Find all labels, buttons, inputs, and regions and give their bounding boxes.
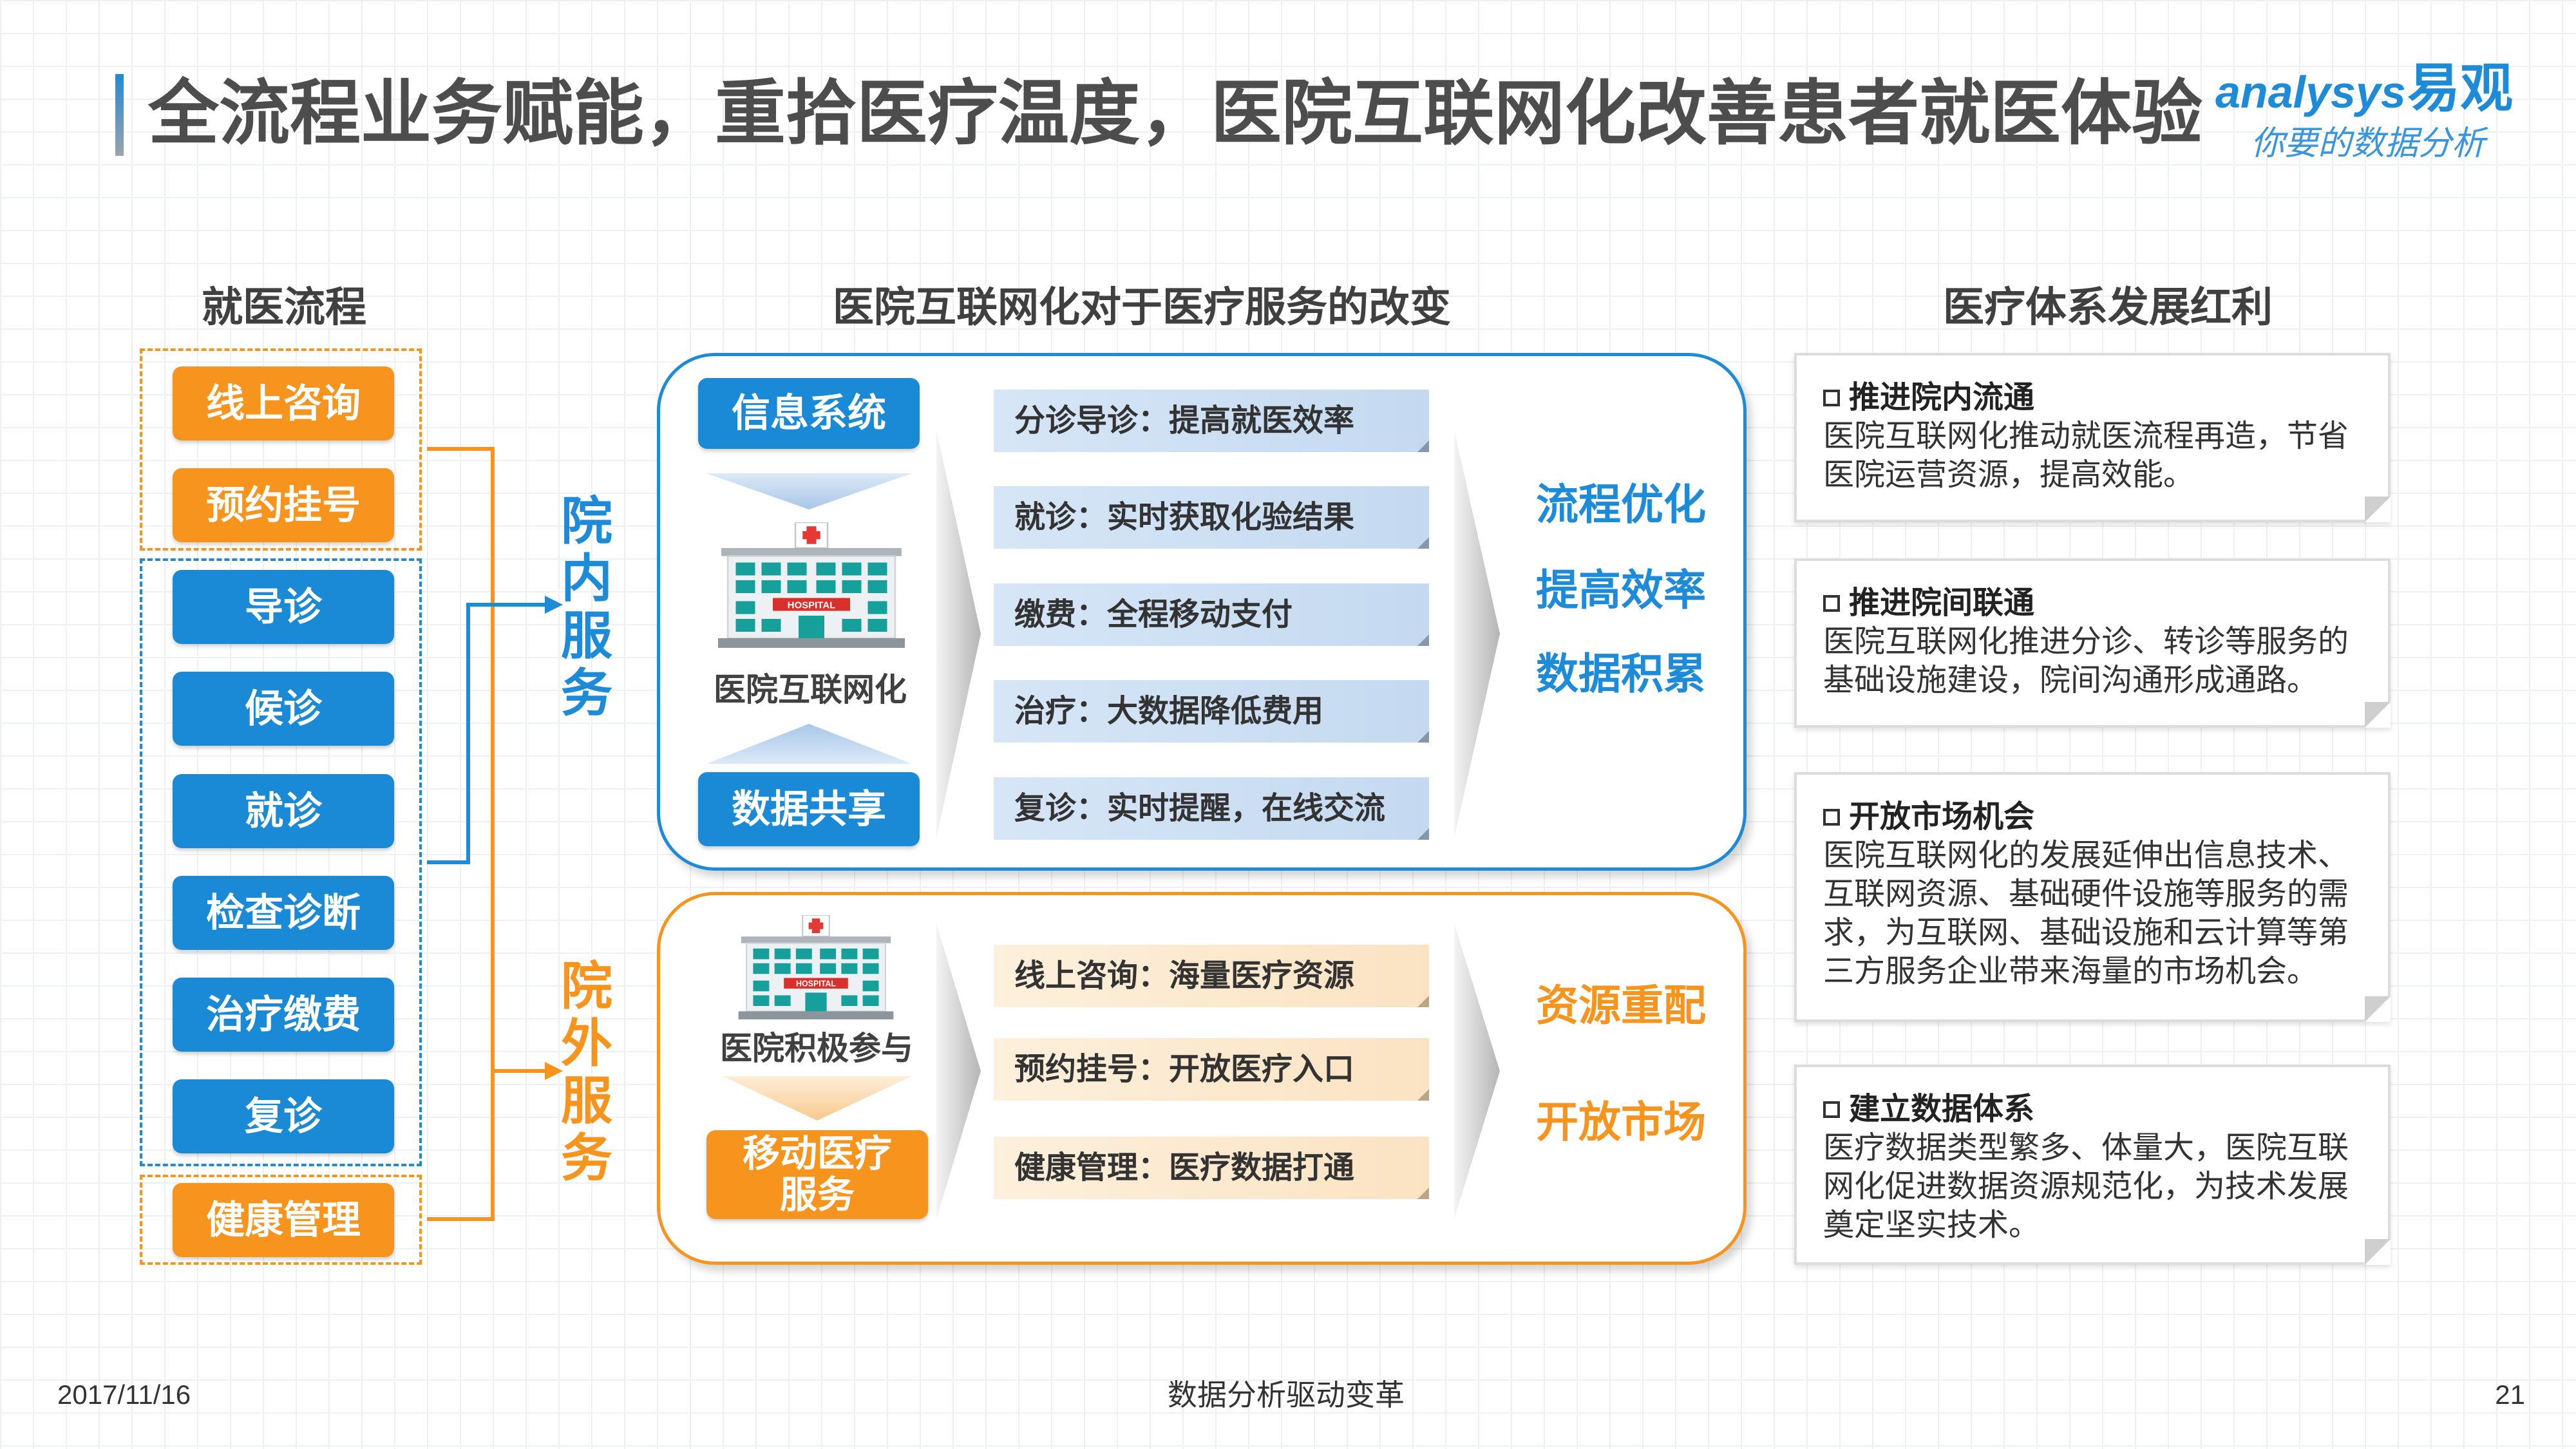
outside-item-appointment: 预约挂号：开放医疗入口 [994,1038,1429,1101]
benefit-text-line: 医院运营资源，提高效能。 [1823,458,2195,492]
info-system-button: 信息系统 [698,378,920,449]
checkbox-square-icon [1823,595,1840,612]
step-health-management: 健康管理 [173,1183,394,1257]
connector-lines [427,447,563,1221]
triangle-down-icon [706,473,912,509]
chevron-right-icon [1454,430,1500,838]
benefit-text-line: 互联网资源、基础硬件设施等服务的需 [1823,877,2349,911]
arrow-right-icon [545,596,563,614]
checkbox-square-icon [1823,809,1840,826]
column-header-benefits: 医疗体系发展红利 [1943,284,2273,330]
slide-title: 全流程业务赋能，重拾医疗温度，医院互联网化改善患者就医体验 [148,74,2202,153]
step-appointment: 预约挂号 [173,468,394,542]
benefit-text-line: 基础设施建设，院间沟通形成通路。 [1823,663,2318,697]
inside-outcome-efficiency: 提高效率 [1536,566,1706,614]
benefit-text-line: 医院互联网化推进分诊、转诊等服务的 [1823,625,2349,659]
column-header-changes: 医院互联网化对于医疗服务的改变 [833,284,1451,330]
inside-service-label: 院内服务 [561,493,612,722]
benefit-card-title: 开放市场机会 [1823,798,2372,837]
benefit-card: 推进院内流通 医院互联网化推动就医流程再造，节省 医院运营资源，提高效能。 [1794,353,2391,522]
benefit-title-text: 推进院间联通 [1849,586,2035,620]
inside-outcome-data: 数据积累 [1536,650,1706,697]
benefit-text-line: 医院互联网化推动就医流程再造，节省 [1823,419,2349,453]
after-care-steps-group [140,1175,422,1265]
step-waiting: 候诊 [173,672,394,746]
benefit-text-line: 医疗数据类型繁多、体量大，医院互联 [1823,1131,2349,1165]
footer-date: 2017/11/16 [57,1379,191,1410]
benefit-card: 推进院间联通 医院互联网化推进分诊、转诊等服务的 基础设施建设，院间沟通形成通路… [1794,558,2391,728]
internet-hospital-caption: 医院互联网化 [714,672,907,708]
benefit-title-text: 推进院内流通 [1849,381,2035,415]
page-number: 21 [2495,1379,2525,1410]
outside-outcome-resources: 资源重配 [1536,981,1706,1029]
triangle-up-icon [706,724,912,764]
mobile-health-button-label: 移动医疗服务 [742,1133,892,1216]
step-examination: 检查诊断 [173,876,394,950]
chevron-right-icon [936,923,981,1219]
outside-connector [427,447,495,1221]
benefit-card: 开放市场机会 医院互联网化的发展延伸出信息技术、 互联网资源、基础硬件设施等服务… [1794,772,2391,1022]
benefit-title-text: 建立数据体系 [1849,1092,2035,1126]
outside-service-label: 院外服务 [561,958,612,1187]
benefit-card-title: 推进院间联通 [1823,584,2372,623]
logo-brand: analysys [2215,67,2406,117]
footer-tagline: 数据分析驱动变革 [1168,1378,1405,1412]
column-header-process: 就医流程 [202,284,366,330]
outside-outcome-market: 开放市场 [1536,1098,1706,1146]
logo-brand-cn: 易观 [2407,59,2514,118]
outside-item-health-management: 健康管理：医疗数据打通 [994,1137,1429,1199]
title-accent-bar [115,74,124,156]
benefit-text-line: 奠定坚实技术。 [1823,1208,2040,1242]
inside-outcome-process: 流程优化 [1536,480,1706,528]
hospital-participation-caption: 医院积极参与 [720,1030,913,1066]
svg-text:HOSPITAL: HOSPITAL [796,980,836,989]
step-consultation: 就诊 [173,774,394,848]
benefit-text-line: 求，为互联网、基础设施和云计算等第 [1823,916,2349,950]
inside-item-follow-up: 复诊：实时提醒，在线交流 [994,777,1429,840]
logo-tagline: 你要的数据分析 [2251,125,2486,162]
benefit-text-line: 网化促进数据资源规范化，为技术发展 [1823,1170,2349,1204]
benefit-card-title: 推进院内流通 [1823,379,2372,417]
data-sharing-button: 数据共享 [698,772,920,846]
chevron-right-icon [1454,923,1500,1219]
benefit-text-line: 三方服务企业带来海量的市场机会。 [1823,954,2318,989]
hospital-icon: HOSPITAL [718,522,905,648]
hospital-icon: HOSPITAL [738,915,894,1019]
benefit-card: 建立数据体系 医疗数据类型繁多、体量大，医院互联 网化促进数据资源规范化，为技术… [1794,1065,2391,1265]
benefit-title-text: 开放市场机会 [1849,800,2035,834]
checkbox-square-icon [1823,1101,1840,1118]
triangle-down-icon [723,1076,912,1121]
in-hospital-steps-group [140,558,422,1166]
chevron-right-icon [936,430,981,838]
inside-connector [427,603,547,864]
benefit-text-line: 医院互联网化的发展延伸出信息技术、 [1823,838,2349,873]
inside-item-treatment: 治疗：大数据降低费用 [994,680,1429,743]
arrow-right-icon [545,1062,563,1080]
online-steps-group [140,348,422,551]
inside-item-triage: 分诊导诊：提高就医效率 [994,390,1429,452]
step-online-consult: 线上咨询 [173,366,394,440]
step-follow-up: 复诊 [173,1079,394,1153]
checkbox-square-icon [1823,390,1840,406]
benefit-card-title: 建立数据体系 [1823,1090,2372,1129]
mobile-health-button: 移动医疗服务 [706,1130,928,1219]
svg-text:HOSPITAL: HOSPITAL [788,600,836,611]
outside-item-online-consult: 线上咨询：海量医疗资源 [994,945,1429,1007]
inside-item-payment: 缴费：全程移动支付 [994,583,1429,646]
step-treatment-payment: 治疗缴费 [173,978,394,1052]
step-guidance: 导诊 [173,570,394,644]
inside-item-consultation: 就诊：实时获取化验结果 [994,486,1429,549]
